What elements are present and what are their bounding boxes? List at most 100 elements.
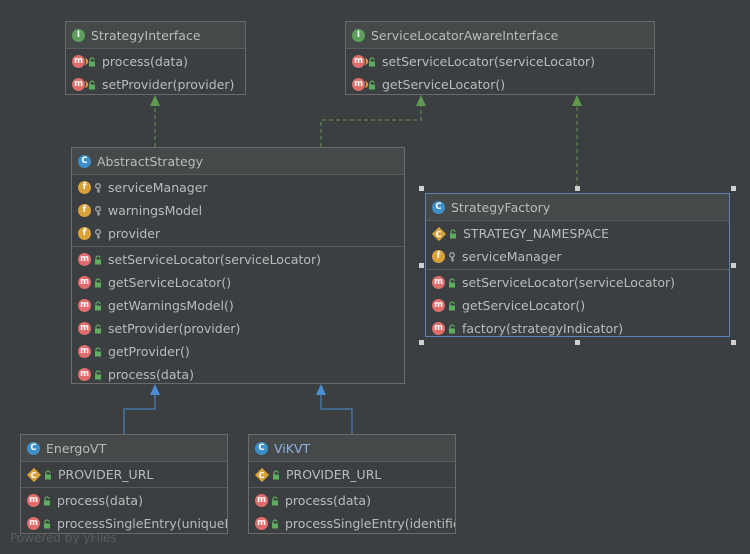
- member-name: processSingleEntry(uniqueId): [57, 516, 228, 531]
- field-icon: f: [78, 227, 91, 240]
- constant-icon: C: [26, 467, 42, 482]
- field-icon: f: [78, 181, 91, 194]
- selection-handle[interactable]: [731, 263, 736, 268]
- public-lock-icon: [448, 277, 456, 288]
- abstract-method-icon: m: [352, 78, 368, 91]
- method-icon: m: [78, 253, 91, 266]
- selection-handle[interactable]: [731, 340, 736, 345]
- public-lock-icon: [43, 495, 51, 506]
- public-lock-icon: [88, 56, 96, 67]
- public-lock-icon: [271, 495, 279, 506]
- interface-icon: I: [72, 28, 85, 42]
- selection-handle[interactable]: [419, 340, 424, 345]
- class-header[interactable]: I ServiceLocatorAwareInterface: [346, 22, 654, 49]
- member-name: setServiceLocator(serviceLocator): [382, 54, 596, 69]
- method-icon: m: [255, 494, 268, 507]
- constant-icon: C: [254, 467, 270, 482]
- public-lock-icon: [94, 346, 102, 357]
- public-lock-icon: [94, 277, 102, 288]
- selection-handle[interactable]: [419, 263, 424, 268]
- public-lock-icon: [448, 300, 456, 311]
- edge-abstract-implements-locator-aware: [320, 104, 422, 147]
- arrowhead-implements: [572, 95, 582, 106]
- method-icon: m: [255, 517, 268, 530]
- public-lock-icon: [368, 79, 376, 90]
- member-name: process(data): [285, 493, 371, 508]
- member-row[interactable]: m setServiceLocator(serviceLocator): [72, 248, 404, 271]
- member-row[interactable]: m getServiceLocator(): [346, 73, 654, 94]
- arrowhead-implements: [416, 95, 426, 106]
- member-row[interactable]: m process(data): [249, 489, 455, 512]
- selection-handle[interactable]: [575, 340, 580, 345]
- member-name: getServiceLocator(): [382, 77, 506, 92]
- watermark: Powered by yFiles: [10, 531, 117, 545]
- class-icon: C: [78, 154, 91, 168]
- public-lock-icon: [368, 56, 376, 67]
- public-lock-icon: [448, 323, 456, 334]
- method-icon: m: [432, 322, 445, 335]
- public-lock-icon: [94, 300, 102, 311]
- member-name: setServiceLocator(serviceLocator): [108, 252, 322, 267]
- class-icon: C: [27, 441, 40, 455]
- class-header[interactable]: C AbstractStrategy: [72, 148, 404, 175]
- member-name: serviceManager: [462, 249, 562, 264]
- selection-handle[interactable]: [731, 186, 736, 191]
- selection-handle[interactable]: [419, 186, 424, 191]
- method-icon: m: [27, 494, 40, 507]
- class-title: ViKVT: [274, 440, 311, 456]
- selection-handle[interactable]: [575, 186, 580, 191]
- class-title: AbstractStrategy: [97, 153, 204, 169]
- public-lock-icon: [94, 369, 102, 380]
- protected-key-icon: [94, 228, 102, 239]
- class-title: ServiceLocatorAwareInterface: [371, 27, 559, 43]
- member-row[interactable]: m getWarningsModel(): [72, 294, 404, 317]
- arrowhead-implements: [150, 95, 160, 106]
- member-row[interactable]: m factory(strategyIndicator): [426, 317, 729, 336]
- member-name: getWarningsModel(): [108, 298, 234, 313]
- member-name: setProvider(provider): [102, 77, 235, 92]
- public-lock-icon: [94, 323, 102, 334]
- member-name: warningsModel: [108, 203, 203, 218]
- member-name: STRATEGY_NAMESPACE: [463, 226, 610, 241]
- interface-icon: I: [352, 28, 365, 42]
- method-icon: m: [78, 299, 91, 312]
- member-name: factory(strategyIndicator): [462, 321, 624, 336]
- protected-key-icon: [448, 251, 456, 262]
- public-lock-icon: [44, 469, 52, 480]
- member-name: getProvider(): [108, 344, 190, 359]
